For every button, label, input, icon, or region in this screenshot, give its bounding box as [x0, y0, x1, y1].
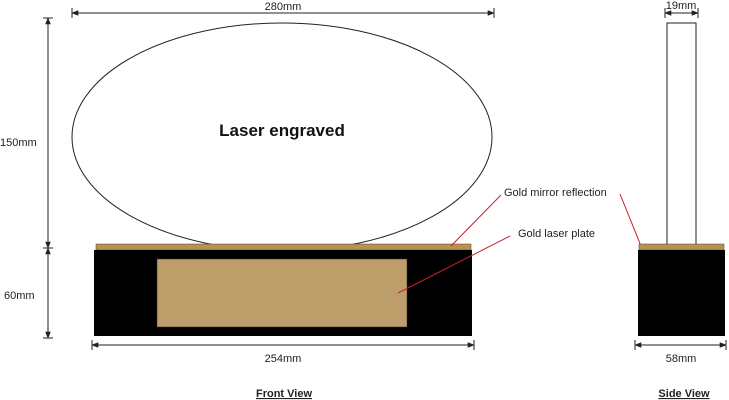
side-panel	[666, 22, 697, 247]
gold-laser-plate	[156, 258, 408, 328]
side-view: 19mm 58mm Side View	[634, 0, 727, 400]
side-view-title: Side View	[658, 388, 710, 400]
dim-thickness: 19mm	[666, 0, 697, 12]
engraving-label: Laser engraved	[219, 121, 345, 140]
front-gold-mirror-strip	[95, 243, 472, 251]
callout-plate: Gold laser plate	[518, 228, 595, 240]
dim-height-top: 150mm	[0, 137, 37, 149]
callout-mirror: Gold mirror reflection	[504, 187, 607, 199]
leader-mirror-side	[619, 193, 642, 247]
dim-side-width: 58mm	[666, 353, 697, 365]
leader-mirror-front	[450, 194, 502, 247]
dim-width-base: 254mm	[265, 353, 302, 365]
leader-plate	[397, 235, 511, 294]
front-view: Laser engraved 280mm 150mm 60mm 254mm Fr…	[0, 1, 495, 400]
callouts: Gold mirror reflection Gold laser plate	[397, 187, 642, 294]
side-gold-mirror-strip	[638, 243, 725, 251]
front-view-title: Front View	[256, 388, 312, 400]
side-black-base	[638, 250, 725, 336]
dim-width-top: 280mm	[265, 1, 302, 13]
dim-height-base: 60mm	[4, 290, 35, 302]
